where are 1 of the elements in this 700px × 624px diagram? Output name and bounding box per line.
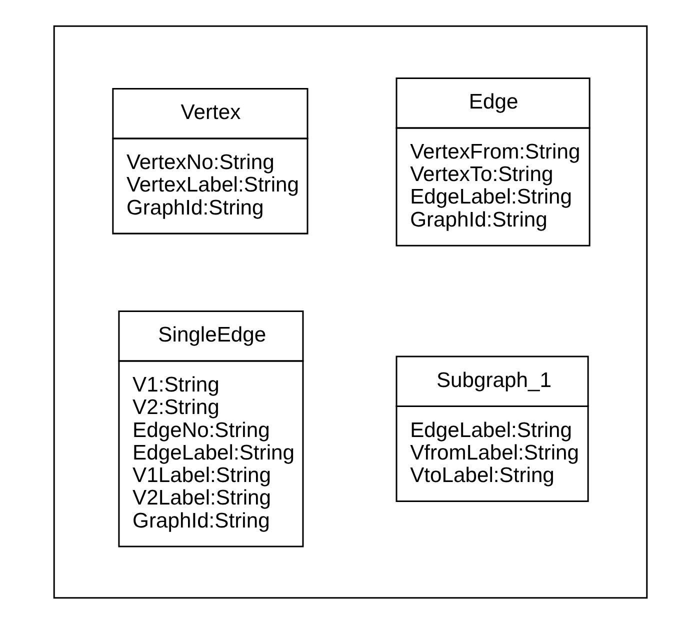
cluster — [52, 25, 648, 599]
